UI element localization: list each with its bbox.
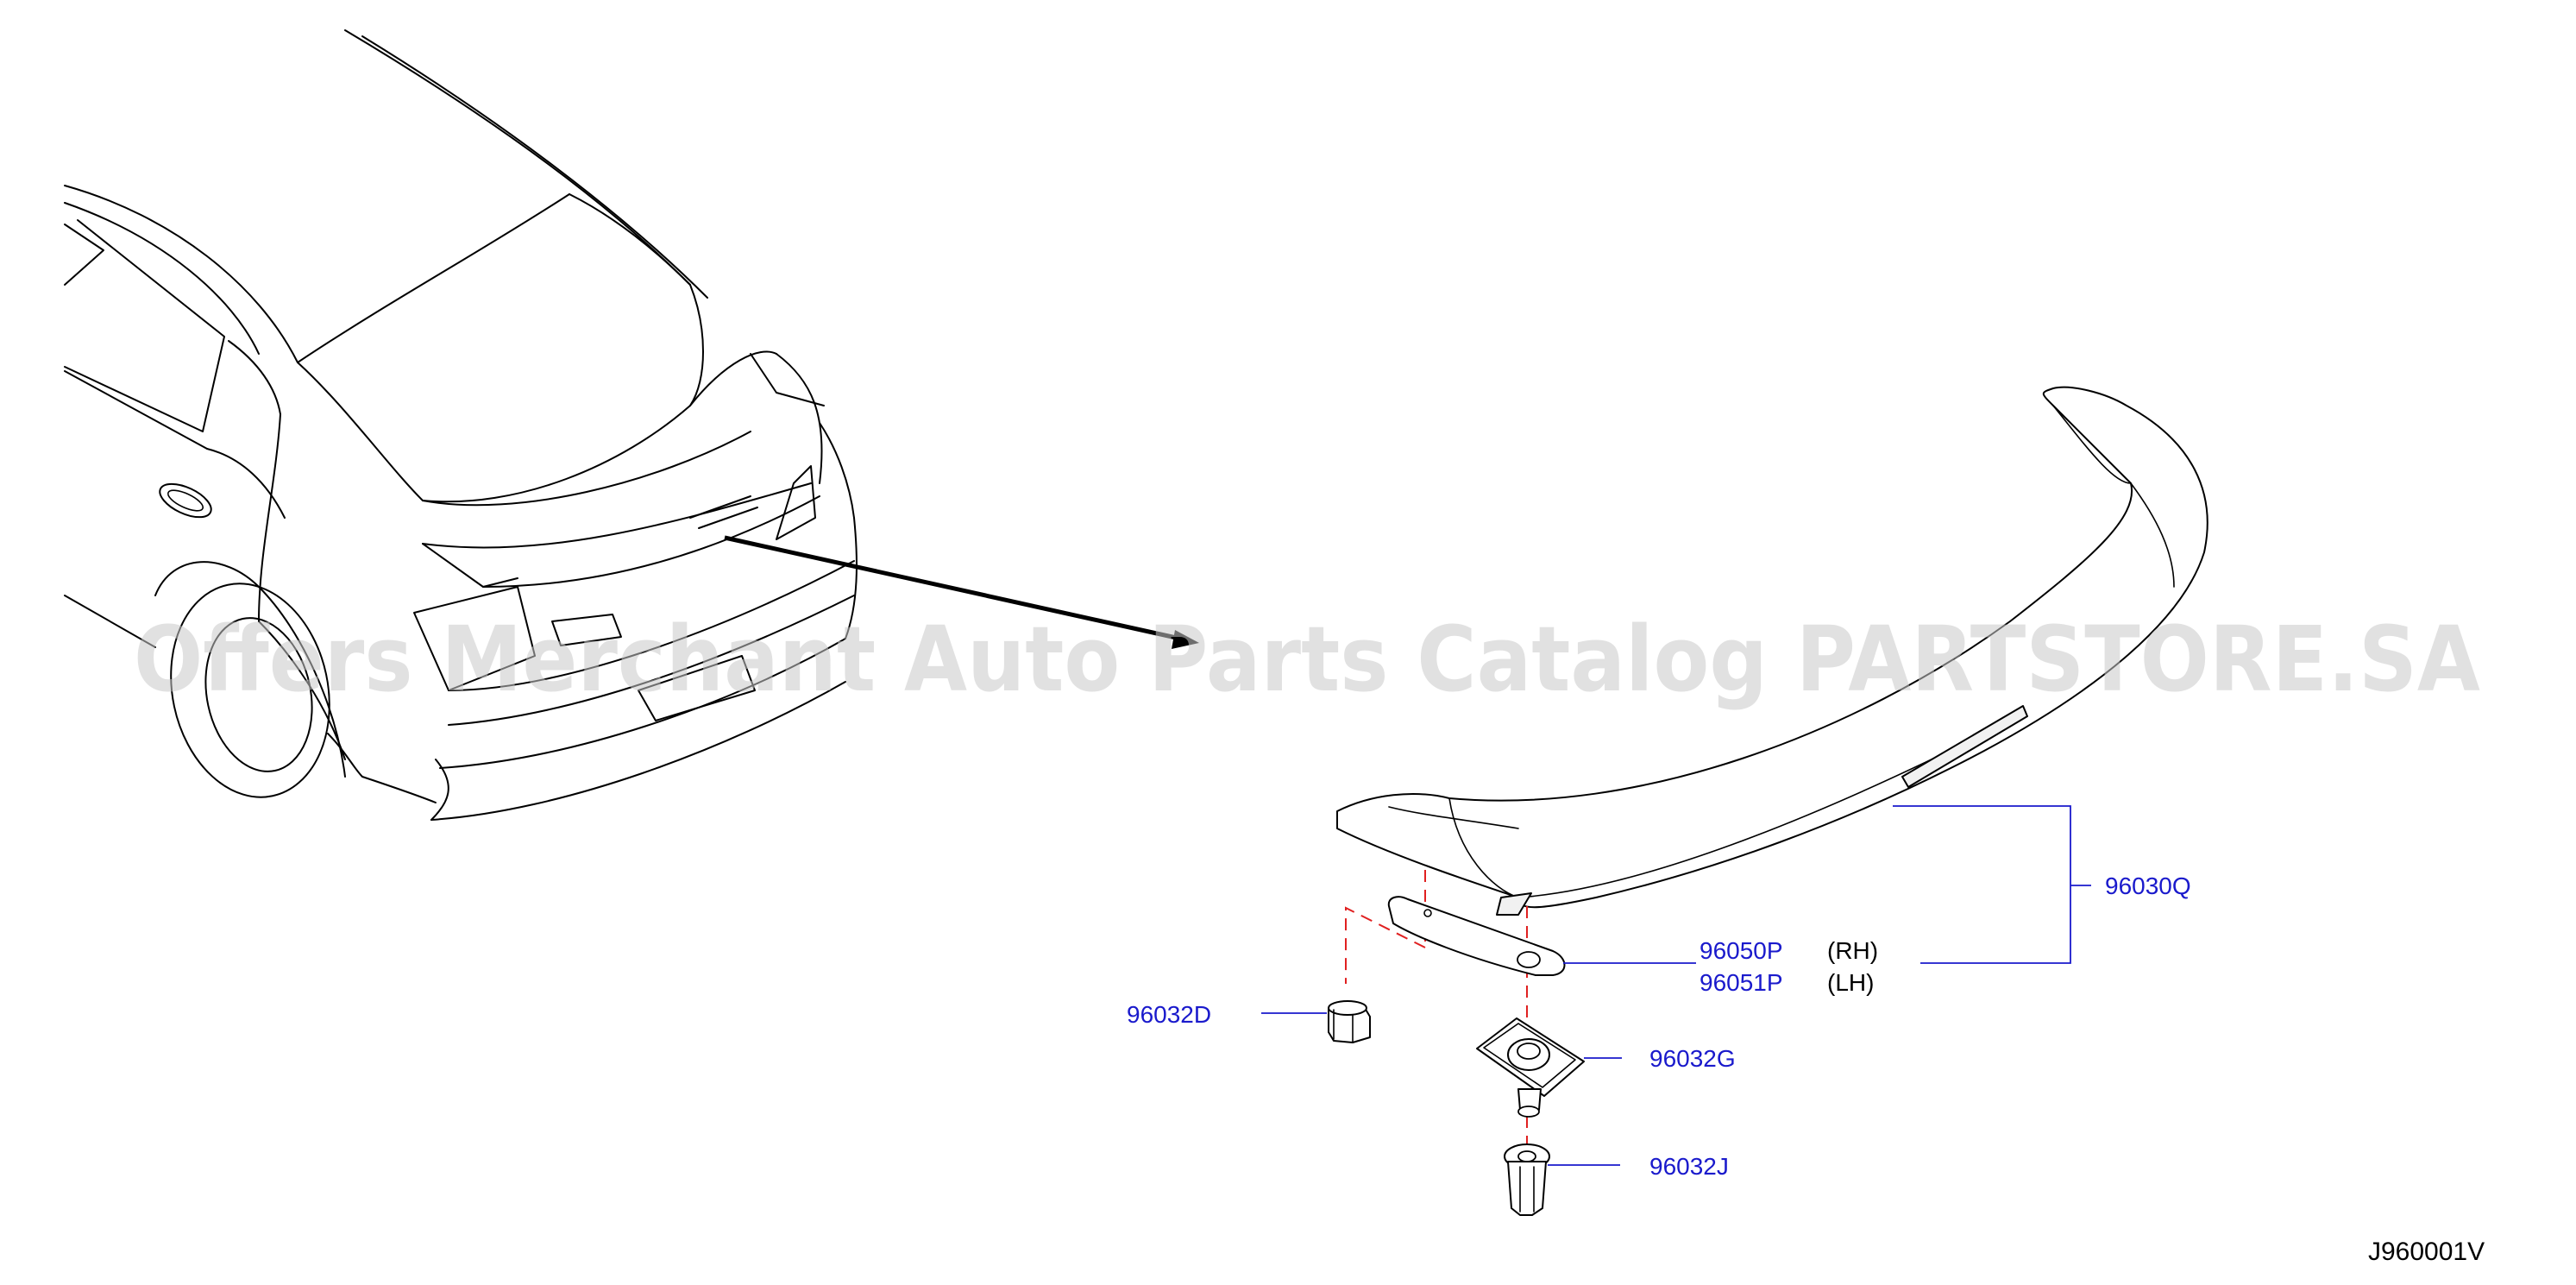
watermark-text: Offers Merchant Auto Parts Catalog PARTS… — [134, 607, 2480, 712]
part-number-96032d[interactable]: 96032D — [1127, 1001, 1211, 1028]
indication-arrow — [724, 535, 1199, 649]
hex-nut-drawing — [1328, 1000, 1371, 1043]
grommet-drawing — [1504, 1143, 1550, 1216]
vehicle-rear-illustration — [64, 29, 858, 821]
rear-spoiler-drawing — [1336, 386, 2208, 916]
part-number-96032g[interactable]: 96032G — [1649, 1045, 1736, 1072]
part-number-96030q[interactable]: 96030Q — [2105, 872, 2191, 899]
leader-lines — [1261, 805, 2091, 1166]
diagram-reference-code: J960001V — [2368, 1238, 2485, 1266]
side-label-rh: (RH) — [1827, 937, 1878, 964]
retainer-clip-drawing — [1476, 1017, 1585, 1118]
part-number-96050p[interactable]: 96050P — [1700, 937, 1783, 964]
spoiler-bracket — [1387, 896, 1566, 976]
side-label-lh: (LH) — [1827, 969, 1874, 996]
part-number-96032j[interactable]: 96032J — [1649, 1153, 1729, 1180]
part-number-96051p[interactable]: 96051P — [1700, 969, 1783, 996]
